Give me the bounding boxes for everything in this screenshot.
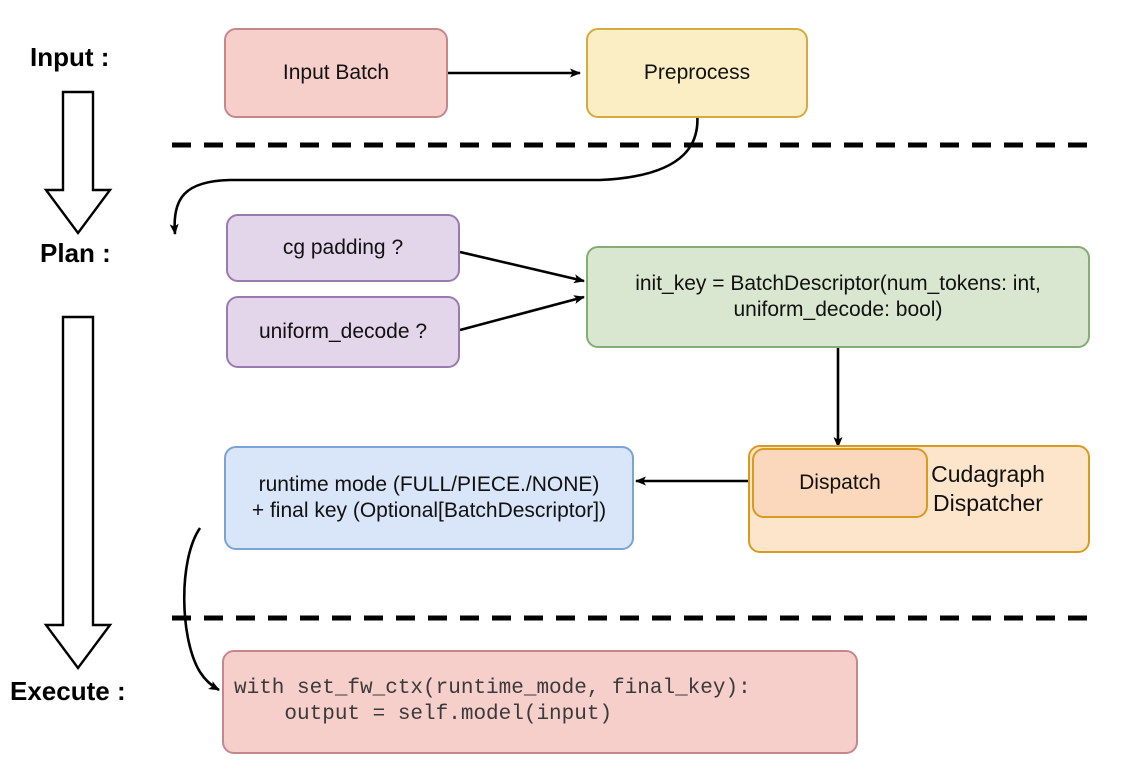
node-cg-padding[interactable]: cg padding ? xyxy=(226,214,460,282)
node-preprocess-label: Preprocess xyxy=(643,61,751,85)
dispatcher-label-line2: Dispatcher xyxy=(933,489,1043,516)
node-execute-code-line2: output = self.model(input) xyxy=(234,703,613,726)
node-dispatch-label: Dispatch xyxy=(799,471,881,495)
node-cudagraph-dispatcher-label: Cudagraph Dispatcher xyxy=(888,460,1088,518)
node-input-batch-label: Input Batch xyxy=(282,61,390,85)
node-uniform-decode-label: uniform_decode ? xyxy=(258,320,428,344)
node-input-batch[interactable]: Input Batch xyxy=(224,28,448,118)
block-arrow-plan-to-execute xyxy=(43,315,113,671)
stage-label-execute: Execute : xyxy=(10,676,126,706)
node-runtime-mode-line2: + final key (Optional[BatchDescriptor]) xyxy=(251,499,607,522)
node-runtime-mode-text: runtime mode (FULL/PIECE./NONE) + final … xyxy=(252,472,606,523)
node-uniform-decode[interactable]: uniform_decode ? xyxy=(226,296,460,368)
node-runtime-mode[interactable]: runtime mode (FULL/PIECE./NONE) + final … xyxy=(224,446,634,550)
node-cg-padding-label: cg padding ? xyxy=(282,236,404,260)
node-dispatch[interactable]: Dispatch xyxy=(752,448,928,518)
node-execute-code[interactable]: with set_fw_ctx(runtime_mode, final_key)… xyxy=(222,650,858,754)
node-preprocess[interactable]: Preprocess xyxy=(586,28,808,118)
node-init-key[interactable]: init_key = BatchDescriptor(num_tokens: i… xyxy=(586,246,1090,348)
edge-cg-padding-to-init-key xyxy=(459,250,585,284)
edge-uniform-decode-to-init-key xyxy=(459,295,585,332)
node-execute-code-text: with set_fw_ctx(runtime_mode, final_key)… xyxy=(234,676,751,727)
block-arrow-input-to-plan xyxy=(43,90,113,236)
node-execute-code-line1: with set_fw_ctx(runtime_mode, final_key)… xyxy=(234,677,751,701)
node-runtime-mode-line1: runtime mode (FULL/PIECE./NONE) xyxy=(258,473,600,497)
node-init-key-line1: init_key = BatchDescriptor(num_tokens: i… xyxy=(635,272,1041,296)
dispatcher-label-line1: Cudagraph xyxy=(931,461,1045,487)
stage-label-input: Input : xyxy=(30,42,110,72)
edge-runtime-mode-to-exec-code xyxy=(182,527,220,692)
stage-label-plan: Plan : xyxy=(40,238,111,268)
node-init-key-line2: uniform_decode: bool) xyxy=(733,298,943,321)
node-init-key-text: init_key = BatchDescriptor(num_tokens: i… xyxy=(635,271,1041,322)
